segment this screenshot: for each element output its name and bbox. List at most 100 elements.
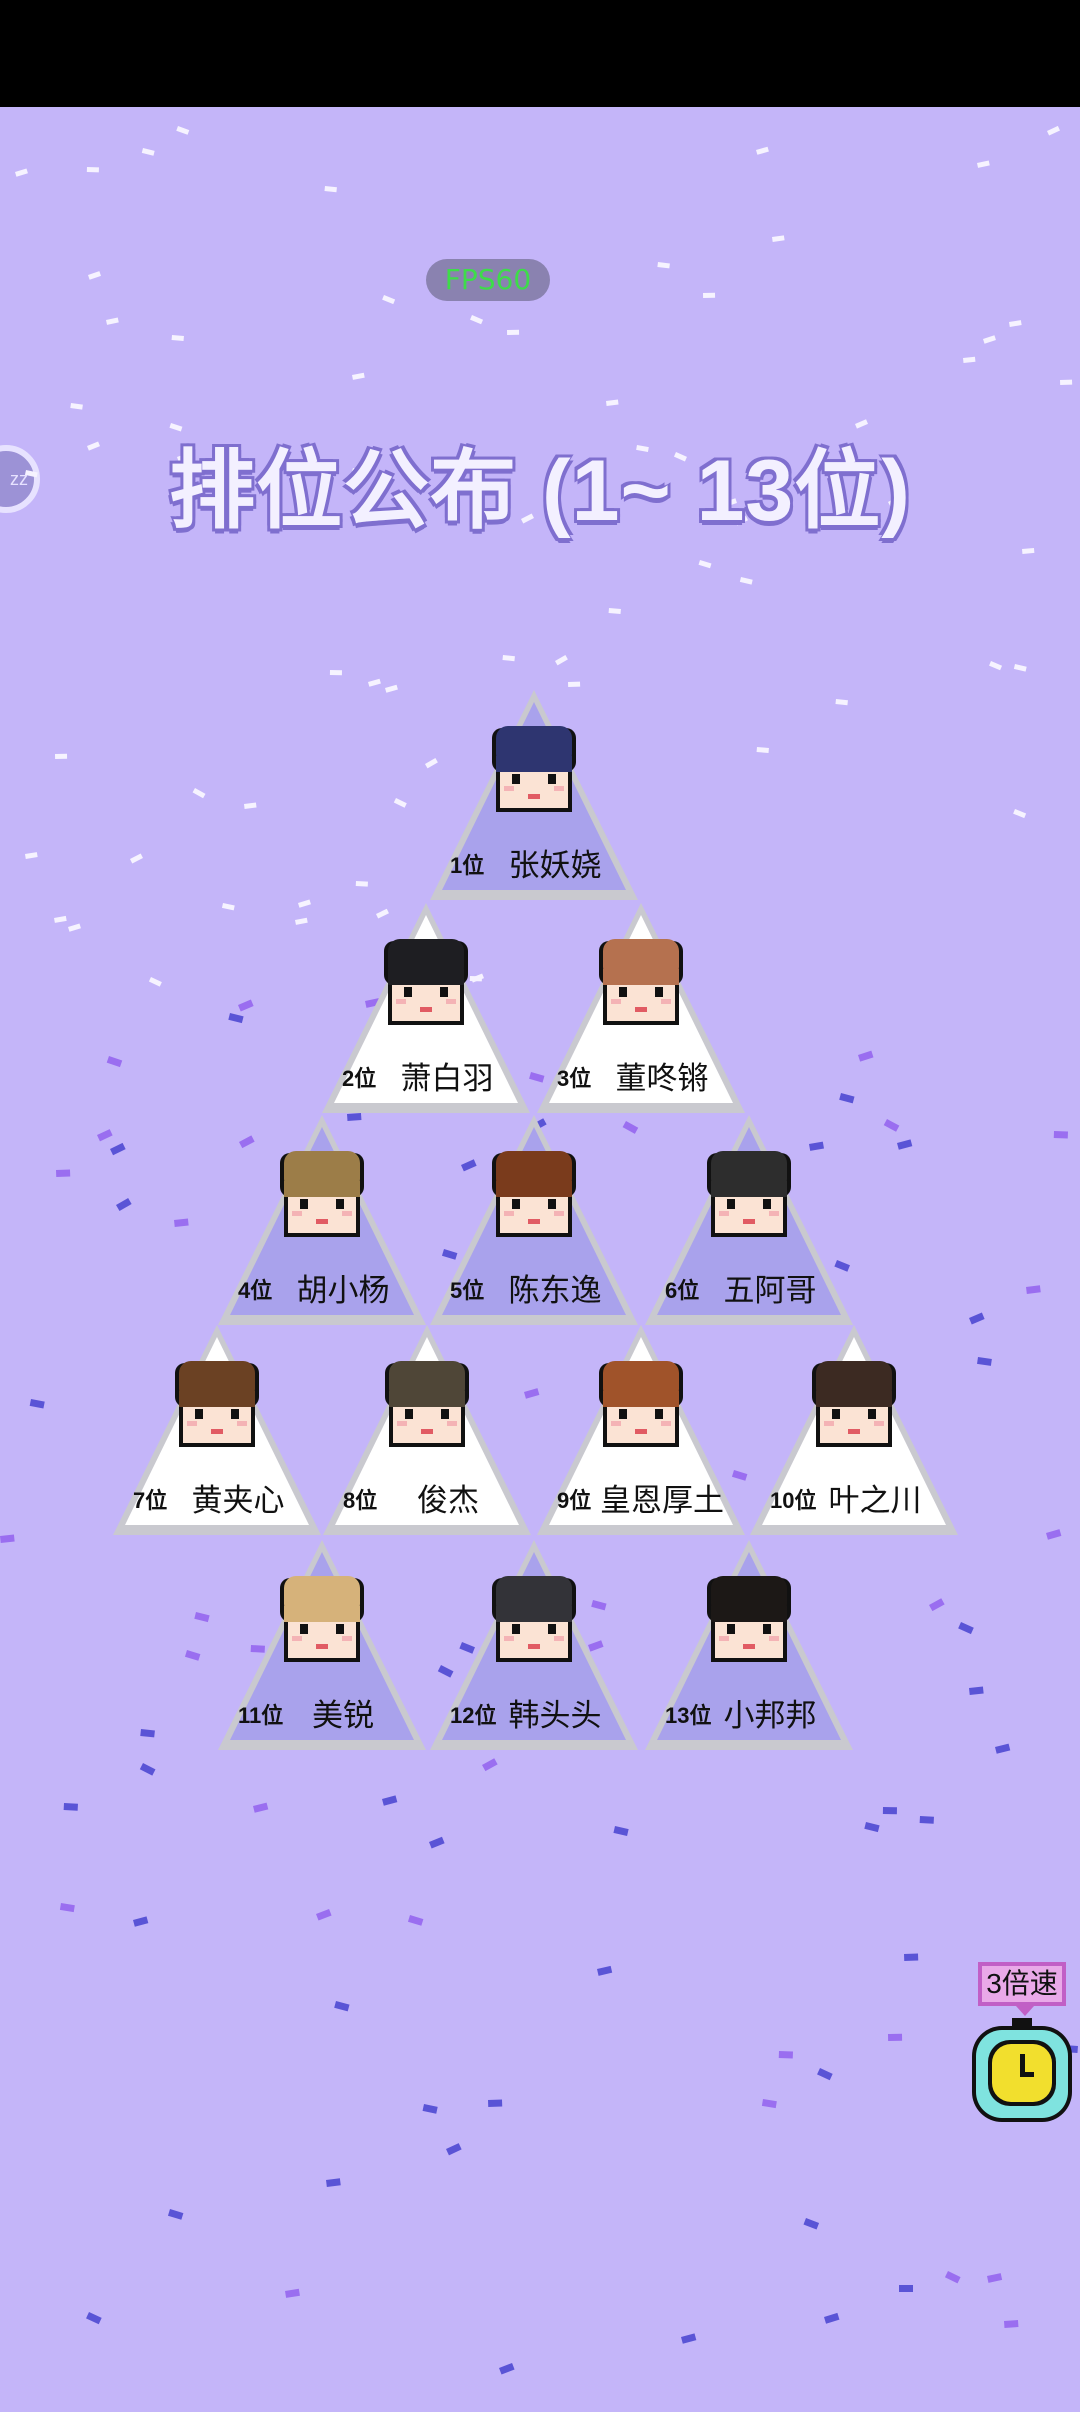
confetti-piece xyxy=(839,1093,855,1104)
confetti-piece xyxy=(756,746,769,754)
ranking-card: 3位 董咚锵 xyxy=(537,903,745,1113)
confetti-piece xyxy=(823,2312,840,2324)
confetti-piece xyxy=(384,684,398,693)
confetti-piece xyxy=(904,1953,919,1961)
confetti-piece xyxy=(139,1763,156,1776)
confetti-piece xyxy=(803,2218,820,2230)
rank-label: 9位 xyxy=(557,1488,592,1513)
character-avatar xyxy=(589,935,693,1031)
confetti-piece xyxy=(487,2099,503,2107)
confetti-piece xyxy=(228,1013,244,1024)
confetti-piece xyxy=(809,1141,825,1151)
confetti-piece xyxy=(192,787,206,799)
confetti-piece xyxy=(86,167,99,173)
confetti-piece xyxy=(351,468,365,477)
confetti-piece xyxy=(184,1650,201,1661)
confetti-piece xyxy=(739,577,753,585)
rank-label: 2位 xyxy=(342,1066,377,1091)
confetti-piece xyxy=(171,335,184,342)
confetti-piece xyxy=(346,1113,362,1121)
confetti-piece xyxy=(29,1399,45,1409)
ranking-card: 12位 韩头头 xyxy=(430,1540,638,1750)
confetti-piece xyxy=(622,1121,639,1134)
confetti-piece xyxy=(15,168,28,177)
clock-speed-button[interactable] xyxy=(966,2016,1078,2128)
confetti-piece xyxy=(883,1119,900,1132)
confetti-piece xyxy=(498,2362,515,2375)
character-avatar xyxy=(165,1357,269,1453)
confetti-piece xyxy=(520,513,534,524)
confetti-piece xyxy=(173,1218,189,1227)
confetti-piece xyxy=(367,678,381,687)
status-bar xyxy=(0,0,1080,107)
ranking-card: 2位 萧白羽 xyxy=(322,903,530,1113)
confetti-piece xyxy=(919,1815,934,1824)
confetti-piece xyxy=(285,2288,300,2298)
rank-label: 7位 xyxy=(133,1488,168,1513)
confetti-piece xyxy=(817,2068,833,2081)
confetti-piece xyxy=(221,902,235,911)
confetti-piece xyxy=(983,335,996,344)
confetti-piece xyxy=(239,1135,255,1149)
ranking-card: 7位 黄夹心 xyxy=(113,1325,321,1535)
confetti-piece xyxy=(755,146,769,155)
confetti-piece xyxy=(899,2285,913,2292)
confetti-piece xyxy=(355,881,368,887)
confetti-piece xyxy=(482,1758,498,1772)
confetti-piece xyxy=(70,403,83,410)
confetti-piece xyxy=(86,2312,102,2325)
character-avatar xyxy=(374,935,478,1031)
confetti-piece xyxy=(864,1822,880,1833)
ranking-card: 1位 张妖娆 xyxy=(430,690,638,900)
confetti-piece xyxy=(407,1915,424,1926)
rank-label: 5位 xyxy=(450,1278,485,1303)
confetti-piece xyxy=(441,1249,458,1260)
confetti-piece xyxy=(24,470,38,478)
confetti-piece xyxy=(1008,320,1022,327)
confetti-piece xyxy=(855,419,868,429)
confetti-piece xyxy=(995,1743,1011,1754)
ranking-card: 6位 五阿哥 xyxy=(645,1115,853,1325)
ranking-card: 4位 胡小杨 xyxy=(218,1115,426,1325)
confetti-piece xyxy=(97,1129,113,1142)
confetti-piece xyxy=(987,2273,1003,2283)
confetti-piece xyxy=(148,977,162,987)
confetti-piece xyxy=(324,186,337,193)
confetti-piece xyxy=(424,757,438,769)
player-name: 韩头头 xyxy=(508,1698,602,1733)
confetti-piece xyxy=(0,1534,15,1543)
confetti-piece xyxy=(1060,379,1073,385)
confetti-piece xyxy=(613,1826,629,1836)
confetti-piece xyxy=(963,356,976,363)
confetti-piece xyxy=(167,2208,184,2220)
confetti-piece xyxy=(698,560,712,569)
confetti-piece xyxy=(977,1356,992,1366)
confetti-piece xyxy=(252,1802,269,1813)
character-avatar xyxy=(697,1147,801,1243)
confetti-piece xyxy=(55,753,68,759)
confetti-piece xyxy=(141,148,155,156)
confetti-piece xyxy=(115,1198,132,1212)
confetti-piece xyxy=(568,681,581,687)
ranking-card: 8位 俊杰 xyxy=(323,1325,531,1535)
confetti-piece xyxy=(1026,1285,1041,1294)
confetti-piece xyxy=(834,1260,850,1272)
confetti-piece xyxy=(1004,2320,1019,2328)
clock-hand-icon xyxy=(1020,2054,1025,2076)
confetti-piece xyxy=(1047,125,1060,136)
confetti-piece xyxy=(54,915,67,923)
confetti-piece xyxy=(24,852,38,859)
confetti-piece xyxy=(470,314,484,325)
character-avatar xyxy=(482,1572,586,1668)
confetti-piece xyxy=(673,452,687,462)
ranking-card: 5位 陈东逸 xyxy=(430,1115,638,1325)
confetti-piece xyxy=(382,294,396,305)
confetti-piece xyxy=(67,923,81,932)
speed-badge[interactable]: 3倍速 xyxy=(978,1962,1066,2016)
confetti-piece xyxy=(87,441,100,451)
confetti-piece xyxy=(325,2178,341,2187)
confetti-piece xyxy=(130,853,143,864)
confetti-piece xyxy=(1022,547,1035,554)
confetti-piece xyxy=(105,317,119,325)
rank-label: 11位 xyxy=(238,1703,284,1728)
